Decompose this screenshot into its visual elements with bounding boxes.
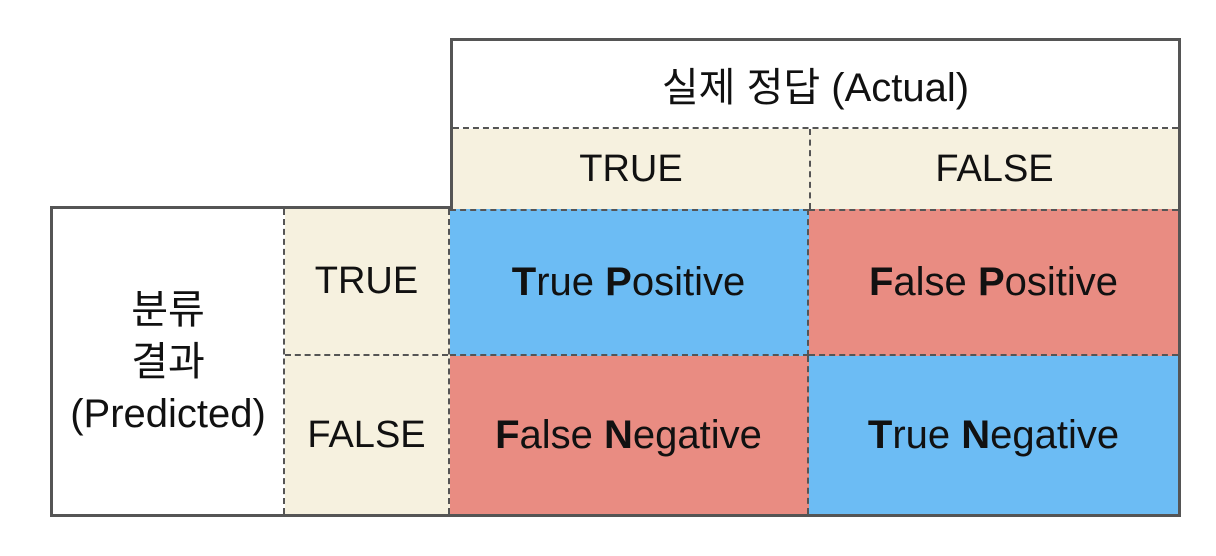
cell-false-positive-label: False Positive [868,260,1119,304]
predicted-header-false: FALSE [307,413,426,456]
table-border-segment [50,206,453,209]
cell-false-negative: False Negative [450,356,809,514]
matrix-cells: True Positive False Positive False Negat… [450,209,1178,514]
predicted-axis-title-line2: 결과 [131,339,205,384]
cell-true-positive-label: True Positive [511,260,746,304]
predicted-axis-title: 분류 결과 (Predicted) [53,209,285,514]
predicted-axis-title-line3: (Predicted) [70,391,266,436]
actual-axis-title: 실제 정답 (Actual) [453,41,1178,129]
predicted-axis-title-line1: 분류 [131,287,205,332]
predicted-row-headers: TRUE FALSE [285,209,450,514]
actual-column-headers: TRUE FALSE [453,129,1178,209]
predicted-header-true: TRUE [285,209,448,356]
cell-false-negative-label: False Negative [495,412,762,457]
cell-false-positive: False Positive [809,209,1178,356]
matrix-table: 분류 결과 (Predicted) TRUE FALSE True Positi… [50,209,1181,517]
cell-true-positive: True Positive [450,209,809,356]
actual-header-true: TRUE [453,129,811,209]
cell-true-negative-label: True Negative [867,412,1120,457]
actual-header-false: FALSE [811,129,1178,209]
actual-header-table: 실제 정답 (Actual) TRUE FALSE [450,38,1181,209]
cell-true-negative: True Negative [809,356,1178,514]
